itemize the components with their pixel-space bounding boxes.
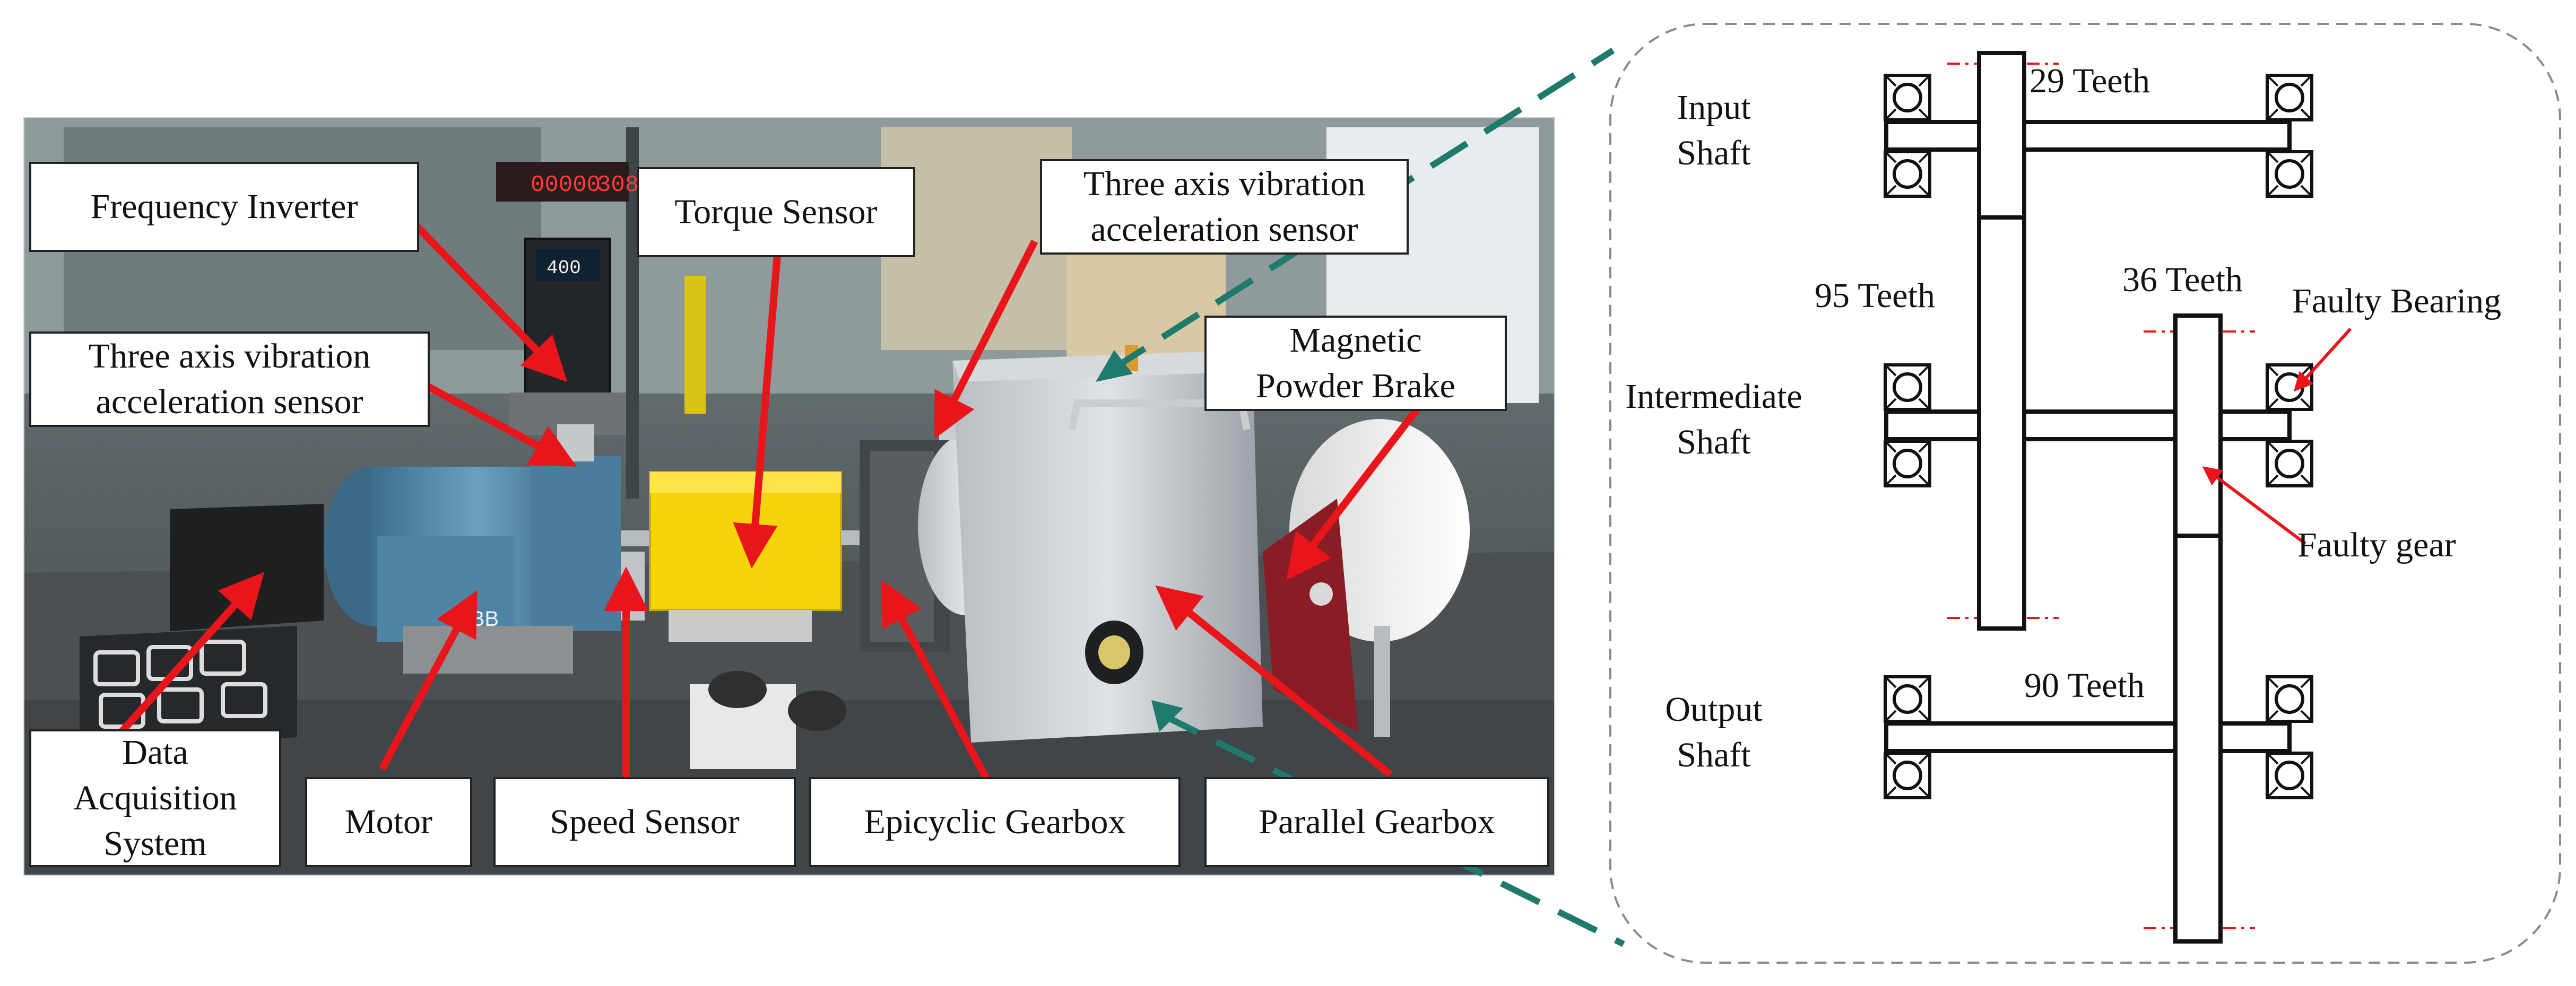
label-29-teeth: 29 Teeth — [2029, 62, 2150, 100]
label-torque-sensor: Torque Sensor — [637, 167, 915, 257]
arrow-motor — [378, 590, 478, 771]
arrow-vibration-left — [417, 378, 577, 467]
gear-29-teeth-body — [1977, 51, 2026, 220]
label-parallel-gearbox: Parallel Gearbox — [1204, 777, 1549, 867]
label-faulty-bearing: Faulty Bearing — [2292, 282, 2502, 320]
arrow-data-acquisition — [114, 572, 264, 740]
arrow-epicyclic-gearbox — [881, 579, 991, 782]
zoom-arrowhead-bottom — [1151, 700, 1183, 732]
motor-device: ABB — [324, 424, 679, 674]
label-magnetic-powder-brake: Magnetic Powder Brake — [1204, 316, 1507, 411]
gear-pair-output — [2144, 313, 2255, 944]
input-shaft — [1885, 75, 2312, 196]
arrow-parallel-gearbox — [1155, 585, 1393, 778]
label-vibration-sensor-left: Three axis vibration acceleration sensor — [29, 331, 430, 427]
label-data-acquisition-system: Data Acquisition System — [29, 729, 281, 867]
label-motor: Motor — [305, 777, 472, 867]
label-input-shaft: Input Shaft — [1677, 88, 1751, 172]
zoom-arrowhead-top — [1096, 350, 1133, 382]
gear-95-teeth-body — [1977, 215, 2026, 631]
arrow-magnetic-brake — [1286, 379, 1441, 580]
label-vibration-sensor-right: Three axis vibration acceleration sensor — [1040, 159, 1409, 255]
schematic-frame — [1609, 23, 2561, 964]
label-epicyclic-gearbox: Epicyclic Gearbox — [809, 777, 1181, 867]
label-output-shaft: Output Shaft — [1665, 690, 1763, 774]
arrow-frequency-inverter — [400, 210, 568, 382]
frequency-inverter-device: 00000 308 400 — [496, 162, 639, 435]
zoom-line-top — [1107, 47, 1615, 374]
label-frequency-inverter: Frequency Inverter — [29, 162, 419, 252]
inverter-display-readout: 00000 — [531, 172, 601, 198]
torque-sensor-device — [649, 471, 878, 642]
inverter-keypad-reading: 400 — [547, 257, 581, 279]
gear-36-teeth-body-faulty — [2173, 313, 2223, 538]
label-95-teeth: 95 Teeth — [1815, 276, 1935, 315]
arrow-vibration-right — [934, 239, 1038, 439]
label-faulty-gear: Faulty gear — [2297, 526, 2456, 564]
inverter-display-readout-2: 308 — [597, 172, 639, 198]
gear-pair-input — [1947, 51, 2059, 631]
gear-90-teeth-body — [2173, 534, 2223, 944]
label-90-teeth: 90 Teeth — [2024, 666, 2145, 705]
arrow-faulty-gear — [2202, 466, 2306, 545]
label-speed-sensor: Speed Sensor — [493, 777, 796, 867]
spare-gears — [690, 671, 846, 769]
label-intermediate-shaft: Intermediate Shaft — [1625, 377, 1802, 461]
label-36-teeth: 36 Teeth — [2122, 260, 2243, 299]
arrow-faulty-bearing — [2293, 327, 2352, 392]
arrow-torque-sensor — [733, 254, 781, 569]
